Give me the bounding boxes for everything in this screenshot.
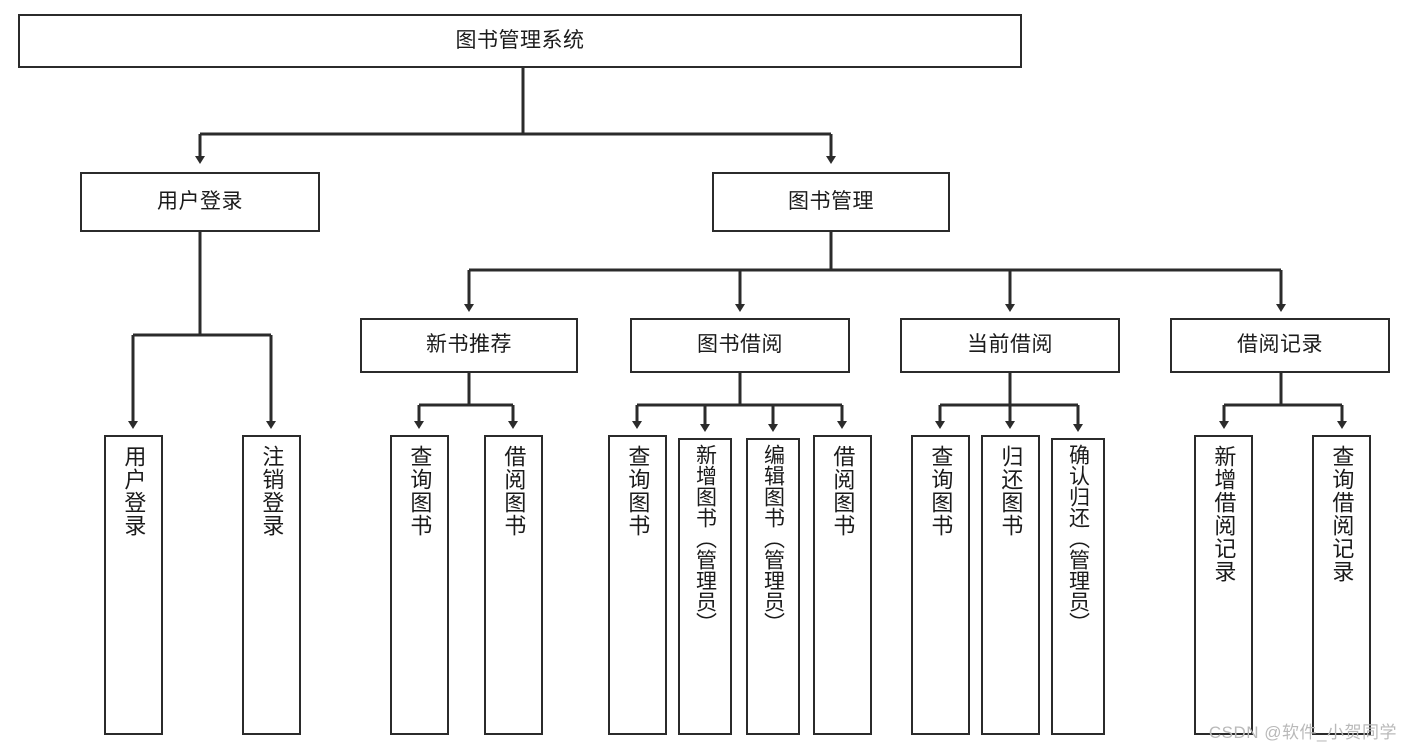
leaf-current-borrow-return-label: 归还图书 (998, 445, 1024, 537)
node-user-login-label: 用户登录 (157, 189, 243, 213)
leaf-borrow-record-query-label: 查询借阅记录 (1329, 445, 1355, 583)
node-new-book-recommend-label: 新书推荐 (426, 333, 512, 357)
leaf-new-book-borrow-label: 借阅图书 (501, 445, 527, 537)
node-current-borrow[interactable]: 当前借阅 (900, 318, 1120, 373)
leaf-new-book-borrow[interactable]: 借阅图书 (484, 435, 543, 735)
leaf-book-borrow-query-label: 查询图书 (625, 445, 651, 537)
leaf-book-borrow-query[interactable]: 查询图书 (608, 435, 667, 735)
node-borrow-record-label: 借阅记录 (1237, 333, 1323, 357)
csdn-watermark: CSDN @软件_小贺同学 (1208, 723, 1397, 742)
leaf-book-borrow-edit[interactable]: 编辑图书（管理员） (746, 438, 800, 735)
leaf-book-borrow-edit-label: 编辑图书（管理员） (761, 444, 785, 633)
leaf-book-borrow-add-label: 新增图书（管理员） (693, 444, 717, 633)
leaf-current-borrow-confirm-label: 确认归还（管理员） (1066, 444, 1090, 633)
leaf-user-login-signout[interactable]: 注销登录 (242, 435, 301, 735)
leaf-current-borrow-confirm[interactable]: 确认归还（管理员） (1051, 438, 1105, 735)
leaf-new-book-query[interactable]: 查询图书 (390, 435, 449, 735)
node-book-borrow-label: 图书借阅 (697, 333, 783, 357)
leaf-current-borrow-query[interactable]: 查询图书 (911, 435, 970, 735)
leaf-current-borrow-query-label: 查询图书 (928, 445, 954, 537)
leaf-user-login-signin-label: 用户登录 (121, 445, 147, 537)
node-root-label: 图书管理系统 (455, 28, 585, 52)
leaf-borrow-record-query[interactable]: 查询借阅记录 (1312, 435, 1371, 735)
leaf-borrow-record-add-label: 新增借阅记录 (1211, 445, 1237, 583)
node-borrow-record[interactable]: 借阅记录 (1170, 318, 1390, 373)
leaf-user-login-signin[interactable]: 用户登录 (104, 435, 163, 735)
leaf-new-book-query-label: 查询图书 (407, 445, 433, 537)
leaf-user-login-signout-label: 注销登录 (259, 445, 285, 537)
leaf-borrow-record-add[interactable]: 新增借阅记录 (1194, 435, 1253, 735)
leaf-book-borrow-lend[interactable]: 借阅图书 (813, 435, 872, 735)
node-root[interactable]: 图书管理系统 (18, 14, 1022, 68)
node-book-borrow[interactable]: 图书借阅 (630, 318, 850, 373)
node-new-book-recommend[interactable]: 新书推荐 (360, 318, 578, 373)
node-current-borrow-label: 当前借阅 (967, 333, 1053, 357)
leaf-book-borrow-add[interactable]: 新增图书（管理员） (678, 438, 732, 735)
node-book-management-label: 图书管理 (788, 189, 874, 213)
node-book-management[interactable]: 图书管理 (712, 172, 950, 232)
leaf-current-borrow-return[interactable]: 归还图书 (981, 435, 1040, 735)
node-user-login[interactable]: 用户登录 (80, 172, 320, 232)
leaf-book-borrow-lend-label: 借阅图书 (830, 445, 856, 537)
